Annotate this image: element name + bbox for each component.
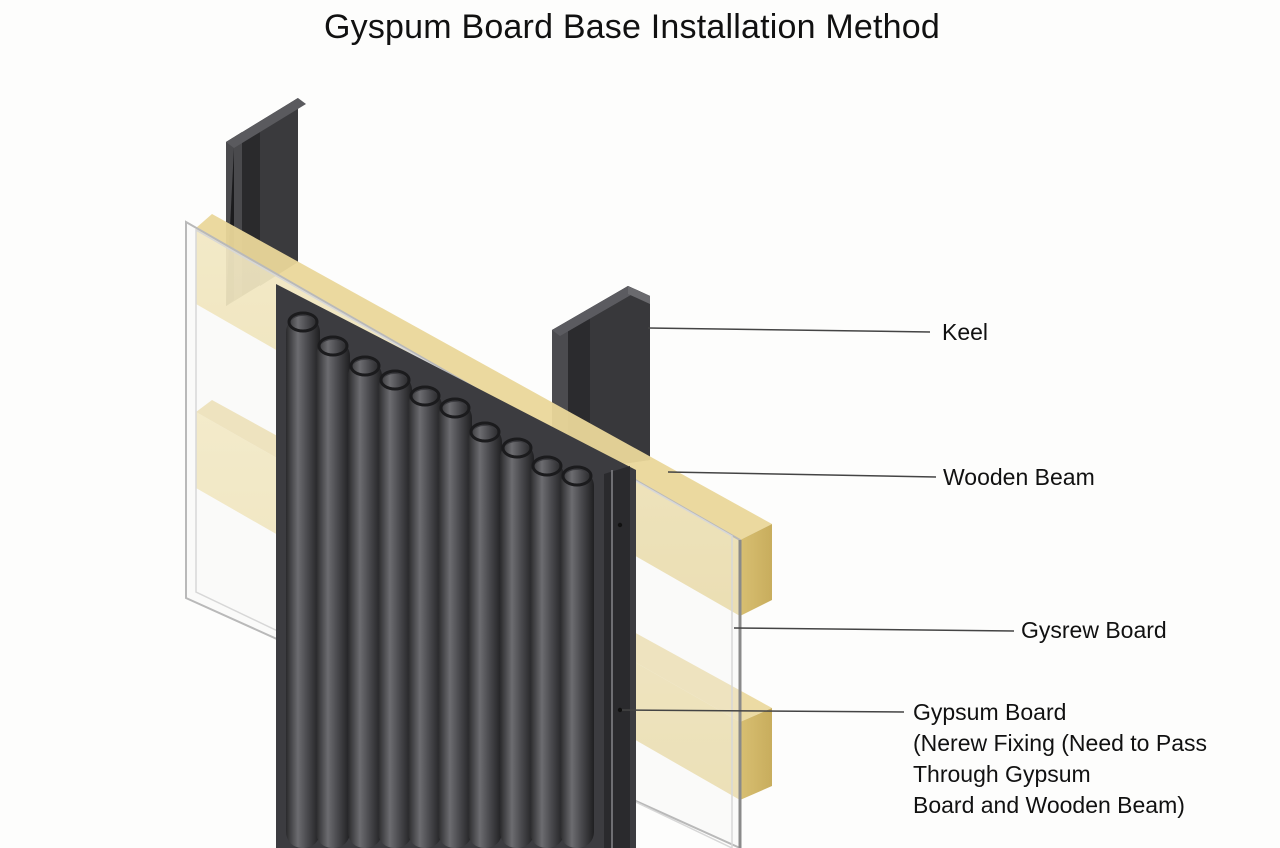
cladding-tubes [286, 316, 594, 848]
leader-keel [647, 327, 931, 333]
screw-lower [617, 707, 623, 713]
label-gypsum-board-line4: Board and Wooden Beam) [913, 792, 1185, 818]
label-gypsum-board: Gypsum Board (Nerew Fixing (Need to Pass… [913, 697, 1207, 821]
cladding-tube-caps [287, 311, 593, 487]
corrugated-cladding [276, 284, 636, 848]
leader-gypsum-board [621, 709, 905, 713]
diagram-title: Gyspum Board Base Installation Method [324, 8, 940, 46]
screw-upper [617, 522, 623, 528]
label-gypsum-board-line2: (Nerew Fixing (Need to Pass [913, 730, 1207, 756]
label-keel: Keel [942, 319, 989, 345]
label-gypsum-board-line1: Gypsum Board [913, 699, 1067, 725]
label-gysrew-board: Gysrew Board [1021, 617, 1167, 643]
leader-lines [621, 327, 1015, 713]
leader-gysrew-board [733, 627, 1015, 632]
label-gypsum-board-line3: Through Gypsum [913, 761, 1091, 787]
label-wooden-beam: Wooden Beam [943, 464, 1095, 490]
leader-wooden-beam [667, 471, 937, 478]
